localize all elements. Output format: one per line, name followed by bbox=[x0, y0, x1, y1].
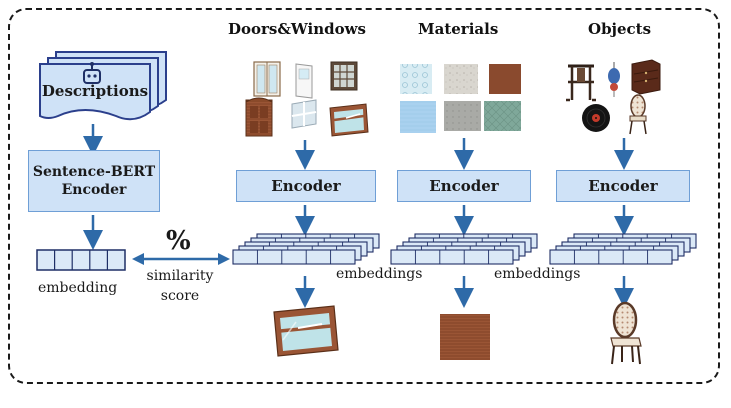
embeddings-stack-materials bbox=[390, 233, 538, 265]
nightstand-image bbox=[631, 59, 661, 95]
embedding-strip bbox=[390, 249, 514, 265]
concrete-material bbox=[444, 101, 481, 131]
dining-chair-image bbox=[629, 94, 647, 135]
encoder-box-objects: Encoder bbox=[556, 170, 690, 202]
awning-window-image bbox=[329, 103, 369, 137]
white-door-image bbox=[295, 63, 313, 99]
embeddings-stack-objects bbox=[549, 233, 697, 265]
ornate-window-image bbox=[330, 61, 358, 91]
stone-material bbox=[444, 64, 478, 94]
armchair-image bbox=[566, 64, 596, 102]
encoder-box-doors-windows: Encoder bbox=[236, 170, 376, 202]
embeddings-stack-doors-windows bbox=[232, 233, 380, 265]
material-thumbnails bbox=[400, 64, 521, 133]
column-title-objects: Objects bbox=[588, 20, 652, 38]
floral-tile-material bbox=[400, 64, 432, 94]
similarity-line2: score bbox=[160, 288, 200, 304]
similarity-line1: similarity bbox=[146, 268, 214, 284]
embedding-label: embedding bbox=[38, 280, 118, 296]
similarity-symbol: % bbox=[166, 226, 191, 256]
descriptions-label: Descriptions bbox=[41, 82, 149, 100]
sbert-line1: Sentence-BERT bbox=[32, 164, 156, 180]
column-title-materials: Materials bbox=[418, 20, 499, 38]
vinyl-record-image bbox=[582, 104, 610, 132]
embedding-strip bbox=[549, 249, 673, 265]
encoder-box-materials: Encoder bbox=[397, 170, 531, 202]
object-thumbnails bbox=[566, 59, 661, 135]
similarity-double-arrow bbox=[132, 253, 230, 265]
blue-wall-material bbox=[400, 101, 436, 133]
result-brown-material bbox=[440, 314, 490, 360]
robot-icon bbox=[83, 62, 101, 84]
glass-grid-window-image bbox=[291, 99, 317, 129]
wooden-door-image bbox=[245, 97, 273, 137]
french-door-image bbox=[253, 61, 281, 97]
embedding-strip bbox=[232, 249, 356, 265]
descriptions-document-icon bbox=[39, 51, 167, 121]
brown-material bbox=[489, 64, 521, 94]
result-awning-window-image bbox=[273, 305, 339, 357]
column-title-doors-windows: Doors&Windows bbox=[228, 20, 366, 38]
result-dining-chair-image bbox=[610, 301, 642, 365]
door-window-thumbnails bbox=[245, 61, 369, 137]
sentence-bert-encoder-box: Sentence-BERT Encoder bbox=[28, 150, 160, 212]
single-embedding bbox=[36, 249, 126, 271]
vase-image bbox=[608, 62, 620, 97]
embeddings-label-2: embeddings bbox=[494, 266, 581, 282]
embeddings-label-1: embeddings bbox=[336, 266, 423, 282]
dashed-frame bbox=[8, 8, 720, 384]
sbert-line2: Encoder bbox=[61, 182, 127, 198]
green-tile-material bbox=[484, 101, 521, 131]
